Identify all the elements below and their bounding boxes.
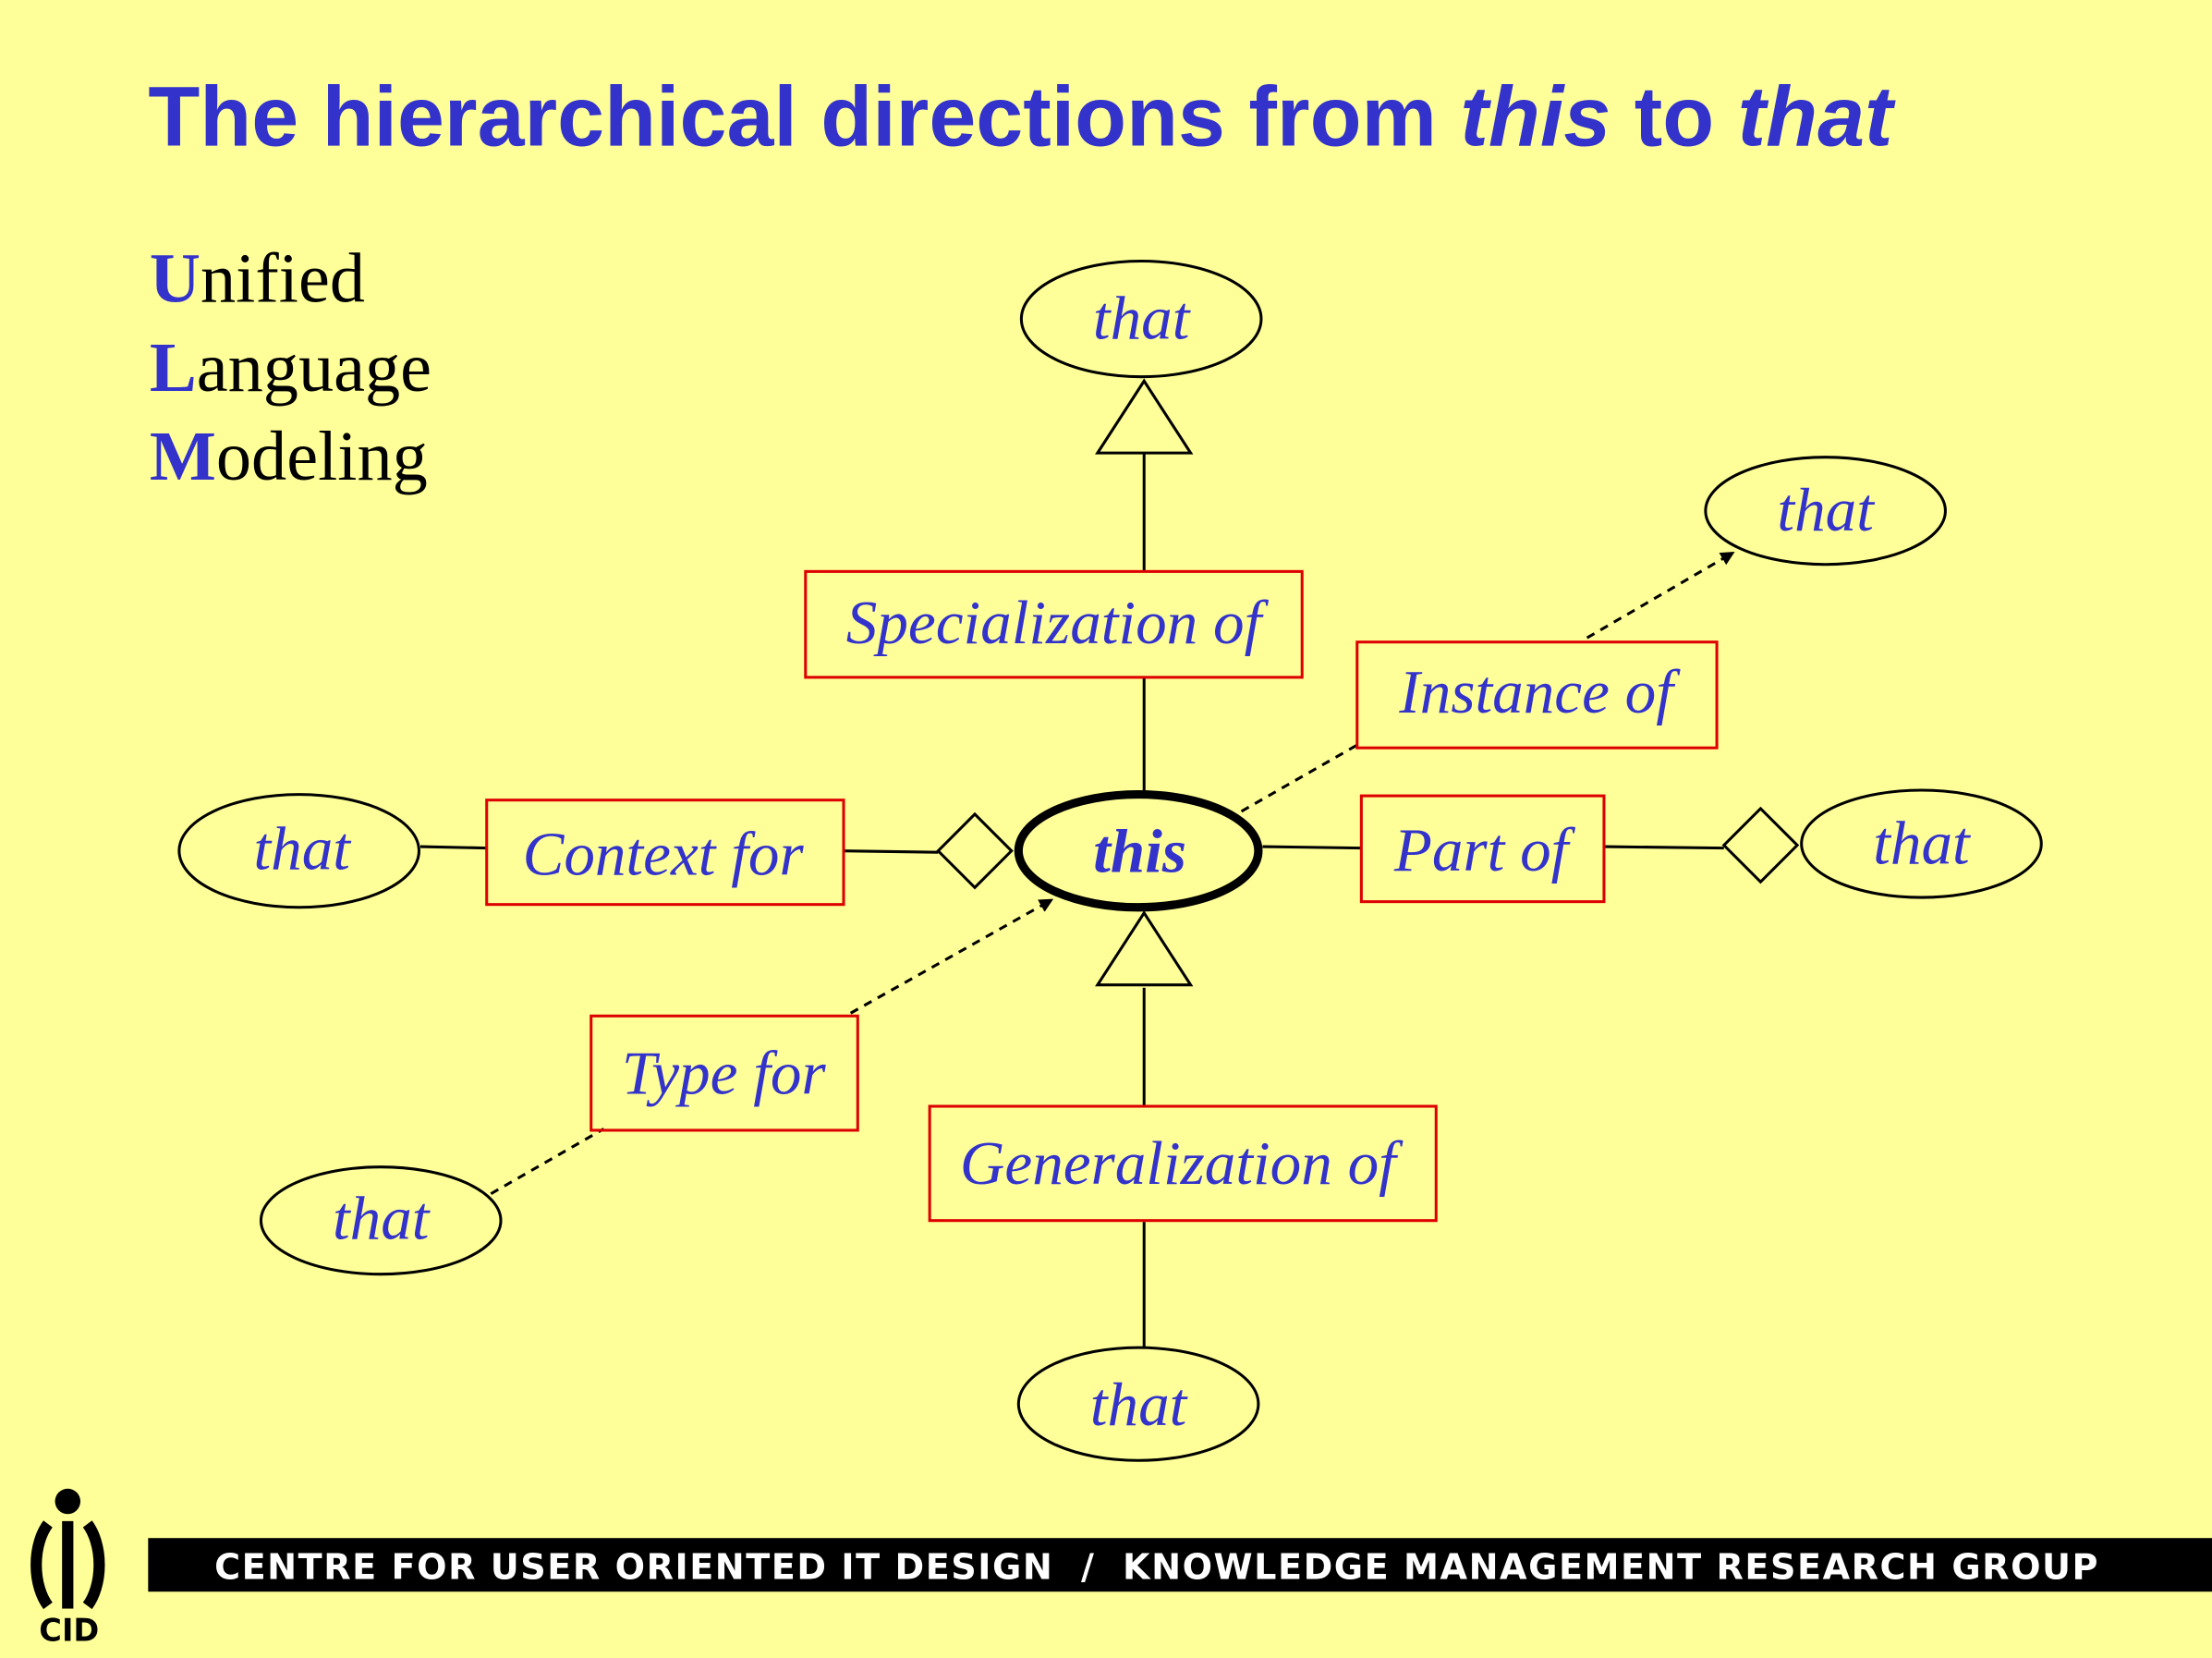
svg-text:Generalization of: Generalization of bbox=[960, 1128, 1404, 1198]
svg-text:that: that bbox=[1873, 808, 1971, 877]
svg-text:Specialization of: Specialization of bbox=[846, 588, 1270, 657]
svg-text:Part of: Part of bbox=[1393, 815, 1576, 884]
generalization-triangle-icon bbox=[1095, 378, 1194, 455]
relation-context[interactable]: Context for bbox=[485, 799, 845, 907]
svg-text:that: that bbox=[1090, 1370, 1188, 1439]
svg-text:Language: Language bbox=[150, 328, 431, 407]
relation-specialization[interactable]: Specialization of bbox=[804, 569, 1304, 679]
generalization-triangle-icon bbox=[1095, 910, 1194, 987]
svg-text:that: that bbox=[1777, 475, 1875, 544]
node-that-instance[interactable]: that bbox=[1704, 456, 1947, 567]
node-that-context[interactable]: that bbox=[177, 793, 420, 909]
node-that-part[interactable]: that bbox=[1800, 788, 2043, 899]
node-this[interactable]: this bbox=[1014, 790, 1263, 912]
footer-bar bbox=[148, 1538, 2212, 1592]
svg-text:that: that bbox=[1093, 283, 1191, 352]
svg-text:this: this bbox=[1093, 817, 1186, 886]
uml-acronym: Unified Language Modeling bbox=[150, 239, 431, 495]
aggregation-diamond-icon bbox=[936, 811, 1014, 890]
svg-text:Unified: Unified bbox=[150, 239, 365, 318]
aggregation-diamond-icon bbox=[1721, 806, 1800, 884]
node-that-type[interactable]: that bbox=[259, 1165, 503, 1276]
connectors bbox=[419, 451, 1735, 1348]
relation-instance[interactable]: Instance of bbox=[1355, 640, 1719, 750]
node-that-top[interactable]: that bbox=[1019, 259, 1263, 379]
svg-text:that: that bbox=[253, 814, 351, 884]
svg-text:CID: CID bbox=[39, 1613, 99, 1649]
svg-text:Modeling: Modeling bbox=[150, 417, 428, 495]
footer-text: CENTRE FOR USER ORIENTED IT DESIGN / KNO… bbox=[214, 1546, 2099, 1587]
relation-part[interactable]: Part of bbox=[1359, 794, 1606, 904]
node-that-bottom[interactable]: that bbox=[1016, 1346, 1260, 1462]
slide-title: The hierarchical directions from this to… bbox=[148, 69, 1896, 164]
relation-generalization[interactable]: Generalization of bbox=[928, 1104, 1438, 1223]
cid-logo: CID bbox=[30, 1488, 105, 1649]
svg-text:Instance of: Instance of bbox=[1398, 657, 1681, 726]
svg-text:that: that bbox=[333, 1184, 431, 1253]
svg-text:Context for: Context for bbox=[523, 820, 805, 889]
relation-type[interactable]: Type for bbox=[589, 1014, 859, 1132]
svg-text:Type for: Type for bbox=[622, 1038, 827, 1107]
